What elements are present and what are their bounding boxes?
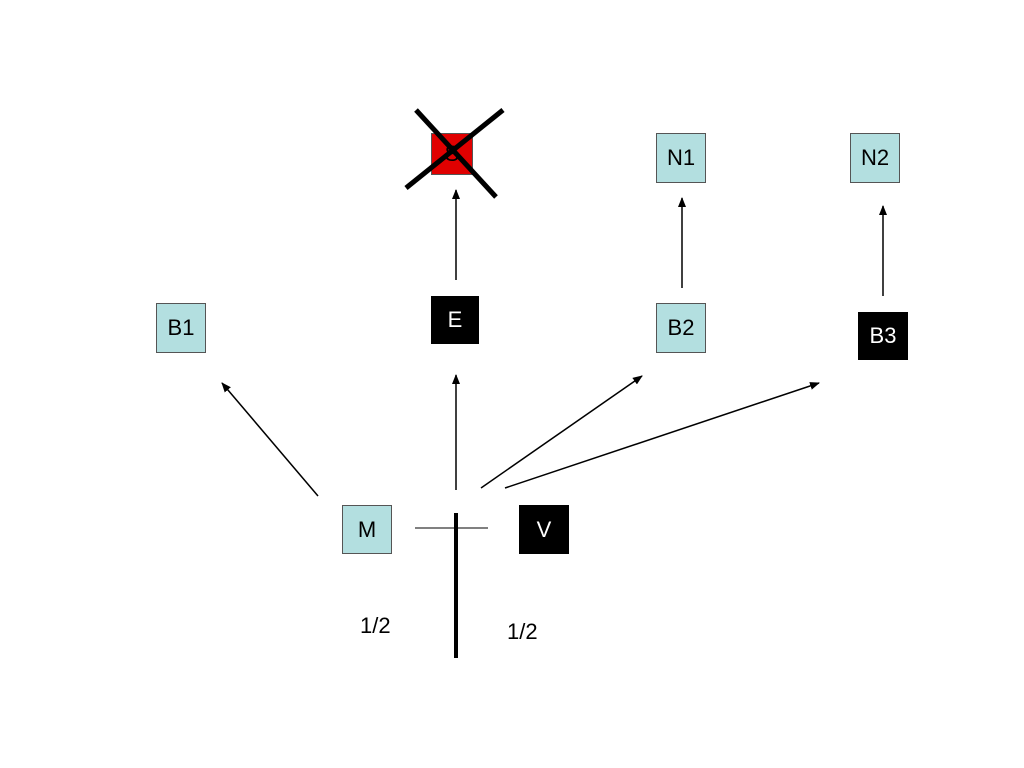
node-n1-label: N1 [666,145,696,170]
node-e: E [431,296,479,344]
node-v-label: V [536,516,552,542]
node-n2: N2 [850,133,900,183]
node-v: V [519,505,569,554]
node-b1: B1 [156,303,206,353]
node-n1: N1 [656,133,706,183]
arrow-m-to-b1 [221,382,319,497]
fraction-left: 1/2 [360,613,391,638]
node-n2-label: N2 [860,145,890,170]
node-m: M [342,505,392,554]
node-b3-label: B3 [869,323,897,348]
node-m-label: M [357,516,377,542]
node-b3: B3 [858,312,908,360]
node-b2: B2 [656,303,706,353]
node-b2-label: B2 [667,315,695,340]
arrow-cross-to-b3 [504,382,820,489]
node-e-label: E [447,307,463,332]
arrow-cross-to-b2 [480,375,643,489]
fraction-right: 1/2 [507,619,538,644]
node-b1-label: B1 [167,315,195,340]
